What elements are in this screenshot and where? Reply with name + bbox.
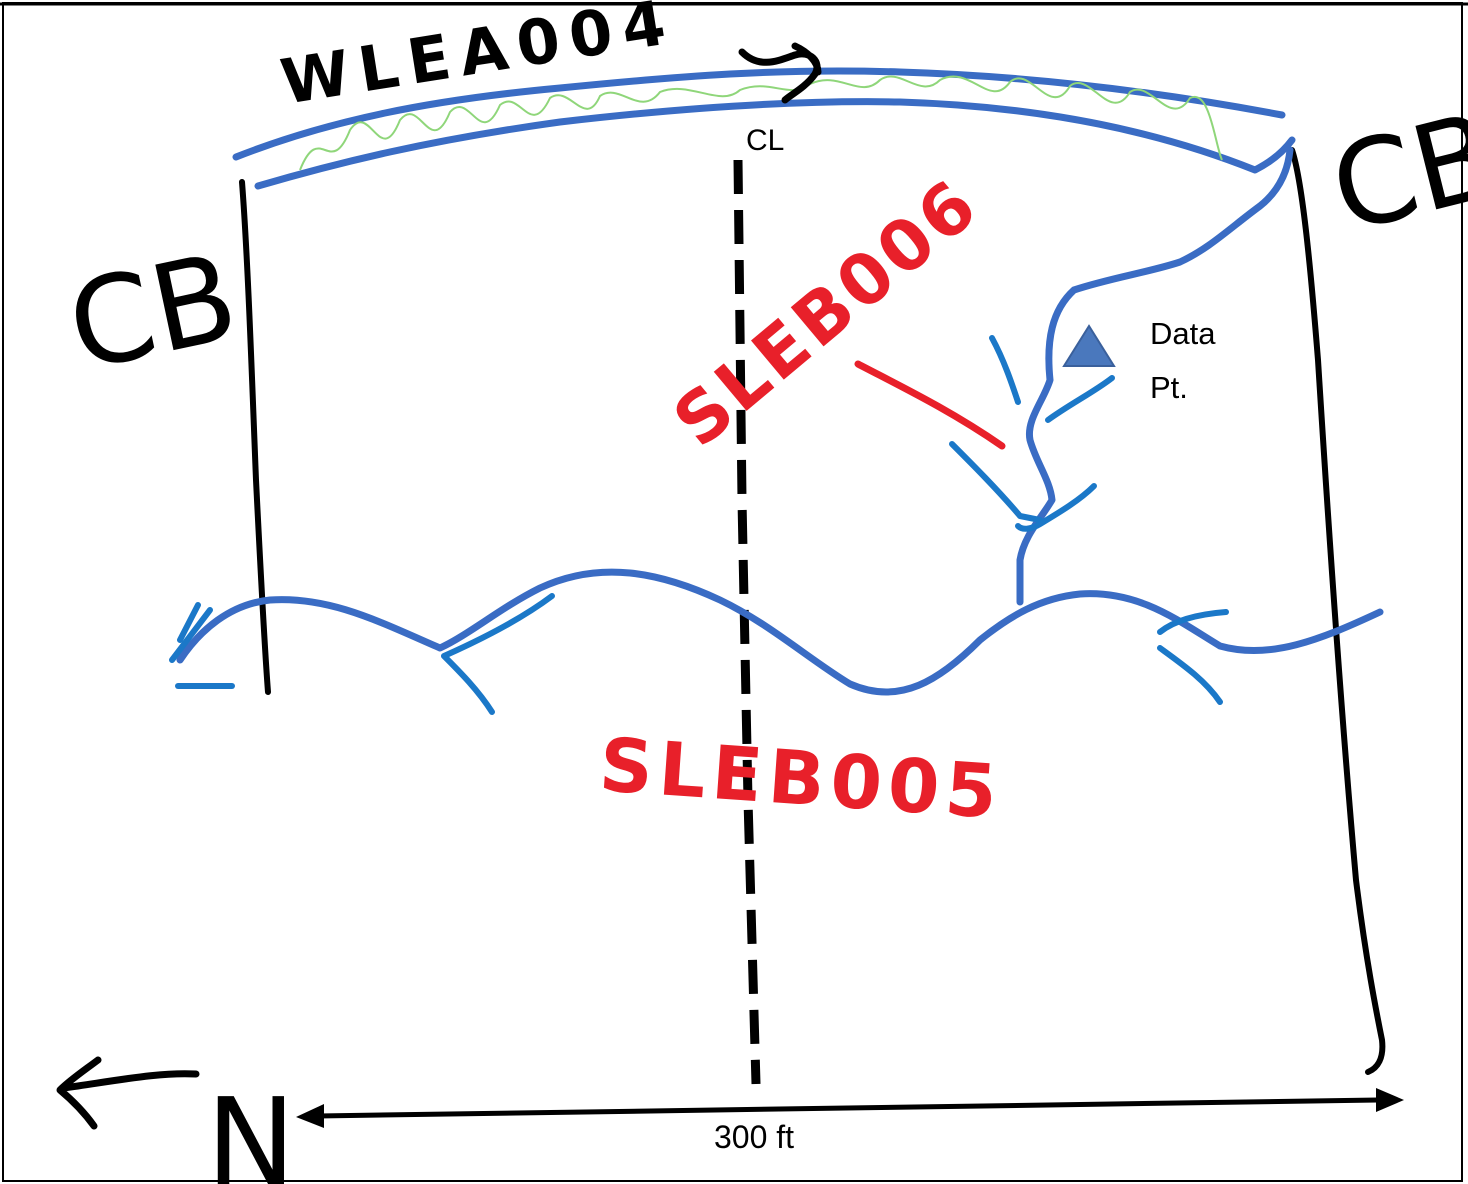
- centerline-dashed: [733, 159, 761, 1085]
- sleb006-leader-line: [854, 360, 1006, 450]
- flow-mark: [441, 593, 555, 715]
- flow-mark: [169, 607, 213, 663]
- wetland-band: [232, 42, 1296, 190]
- scale-label: 300 ft: [714, 1119, 794, 1155]
- right-boundary-line: [1289, 147, 1386, 1075]
- flow-mark: [1015, 483, 1097, 532]
- centerline-label: CL: [746, 124, 784, 157]
- left-boundary-line: [239, 179, 271, 695]
- wetland-vegetation: [299, 75, 1223, 171]
- flow-mark: [1045, 375, 1115, 423]
- lower-stream-flow-marks: [169, 593, 1229, 715]
- wetland-edge-lower: [254, 98, 1296, 190]
- lower-stream-channel: [176, 568, 1384, 696]
- north-label: N: [206, 1074, 296, 1184]
- wetland-pointer-arrow: [738, 42, 822, 104]
- channel-bank-left-label: CB: [57, 228, 248, 399]
- wetland-label: WLEA004: [276, 0, 680, 119]
- scale-arrowhead-right: [1376, 1088, 1404, 1112]
- double-arrow-icon: [317, 1097, 1379, 1119]
- wetland-edge-upper: [232, 67, 1286, 161]
- upper-stream-label: SLEB006: [658, 162, 994, 463]
- channel-bank-right-label: CB: [1318, 86, 1468, 259]
- north-arrow: N: [56, 1056, 296, 1184]
- scale-bar: 300 ft: [296, 1088, 1404, 1155]
- flow-mark: [1157, 609, 1229, 635]
- lower-stream-label: SLEB005: [597, 722, 1006, 836]
- tributary-flow-marks: [949, 335, 1115, 532]
- flow-mark: [949, 441, 1043, 523]
- tributary-channel: [1016, 146, 1294, 606]
- data-point-label-line2: Pt.: [1150, 370, 1188, 405]
- flow-mark: [1157, 645, 1223, 705]
- data-point-label-line1: Data: [1150, 316, 1216, 351]
- scale-arrowhead-left: [296, 1104, 324, 1128]
- flow-mark: [177, 602, 201, 643]
- flow-mark: [989, 335, 1021, 405]
- triangle-icon: [1062, 324, 1116, 367]
- arrow-left-icon: [56, 1056, 200, 1130]
